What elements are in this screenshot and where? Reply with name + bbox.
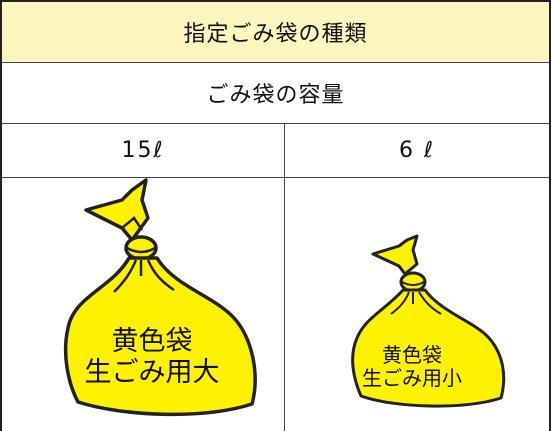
capacity-header: ごみ袋の容量 [2, 63, 549, 124]
capacity-row: 15ℓ 6 ℓ [2, 124, 549, 178]
garbage-bag-small-icon [351, 234, 506, 408]
bag-color-large: 黄色袋 [111, 326, 193, 357]
capacity-header-text: ごみ袋の容量 [206, 83, 345, 108]
capacity-cell-large: 15ℓ [2, 124, 284, 177]
bag-cell-small: 黄色袋 生ごみ用小 [285, 178, 549, 431]
column-divider [284, 124, 285, 431]
table-title: 指定ごみ袋の種類 [2, 2, 549, 63]
bag-type-small: 生ごみ用小 [362, 366, 462, 390]
garbage-bag-large-icon [63, 178, 257, 417]
capacity-large-text: 15ℓ [121, 138, 165, 163]
bag-cell-large: 黄色袋 生ごみ用大 [2, 178, 284, 431]
capacity-cell-small: 6 ℓ [285, 124, 549, 177]
bag-label-small: 黄色袋 生ごみ用小 [342, 344, 482, 390]
table-title-text: 指定ごみ袋の種類 [183, 22, 368, 47]
bag-color-small: 黄色袋 [382, 343, 442, 367]
capacity-small-text: 6 ℓ [398, 138, 436, 163]
bag-label-large: 黄色袋 生ごみ用大 [62, 326, 242, 388]
bag-type-large: 生ごみ用大 [84, 357, 220, 389]
